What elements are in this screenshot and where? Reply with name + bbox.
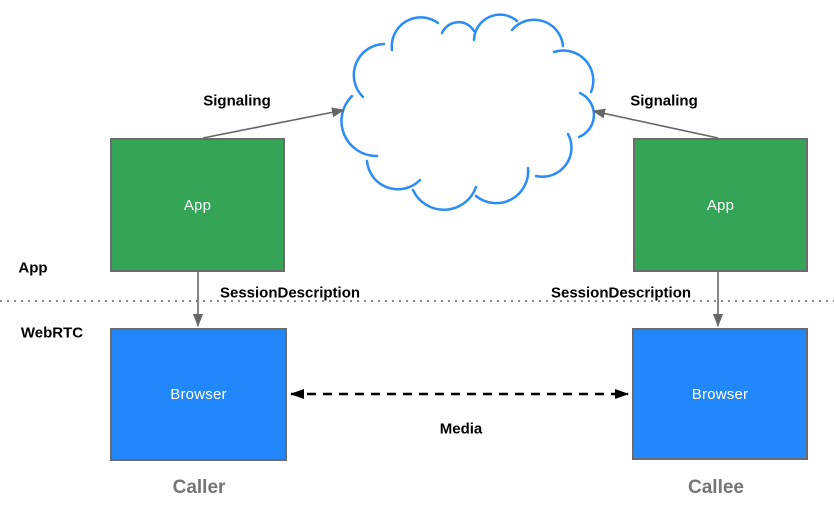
session-description-label-right: SessionDescription: [550, 284, 692, 302]
signaling-arrow-left: [202, 107, 345, 139]
signaling-label-left: Signaling: [203, 92, 271, 110]
callee-app-label: App: [706, 196, 735, 214]
signaling-arrow-right: [592, 108, 719, 139]
caller-browser-box: Browser: [110, 328, 287, 461]
signaling-label-right: Signaling: [630, 92, 698, 110]
callee-browser-box: Browser: [632, 328, 808, 460]
layer-label-app: App: [18, 259, 48, 277]
media-label: Media: [439, 420, 483, 438]
caller-app-box: App: [110, 138, 285, 272]
caller-browser-label: Browser: [170, 386, 227, 403]
cloud-fill: [334, 5, 604, 215]
callee-app-box: App: [633, 138, 808, 272]
callee-caption: Callee: [688, 477, 744, 498]
callee-browser-label: Browser: [691, 385, 749, 403]
session-description-label-left: SessionDescription: [219, 284, 361, 302]
caller-app-label: App: [183, 196, 212, 214]
caller-caption: Caller: [172, 477, 226, 498]
layer-label-webrtc: WebRTC: [20, 324, 84, 342]
